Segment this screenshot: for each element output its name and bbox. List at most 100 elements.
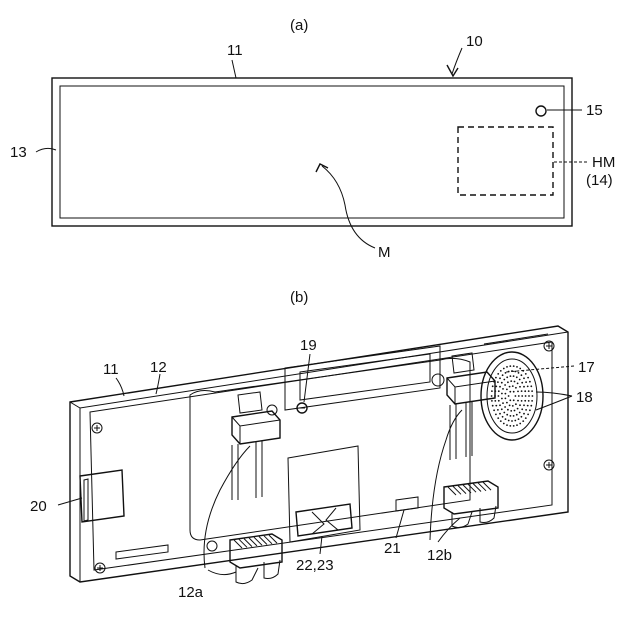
label-12: 12 [150,359,167,376]
housing-inner [60,86,564,218]
speaker-hole [519,423,521,425]
speaker-hole [510,410,512,412]
clip-12b-body [444,481,498,514]
leader-22-23 [320,536,322,554]
speaker-hole [521,395,523,397]
mirror-front-view [52,78,572,226]
speaker-hole [497,409,499,411]
speaker-hole [502,402,504,404]
label-12b: 12b [427,547,452,564]
speaker-hole [527,377,529,379]
speaker-hole [519,386,521,388]
speaker-hole [499,377,501,379]
hole-15 [536,106,546,116]
speaker-hole [516,414,518,416]
speaker-hole [521,374,523,376]
speaker-hole [509,399,511,401]
housing-outer [52,78,572,226]
speaker-hole [505,418,507,420]
speaker-hole [506,389,508,391]
label-m: M [378,244,391,261]
speaker-hole [499,404,501,406]
speaker-hole [529,381,531,383]
speaker-hole [519,379,521,381]
speaker-hole [501,408,503,410]
speaker-hole [516,366,518,368]
speaker-hole [492,385,494,387]
speaker-hole [506,376,508,378]
speaker-hole [505,398,507,400]
hm-area [458,127,553,195]
speaker-hole [494,390,496,392]
speaker-hole [504,406,506,408]
speaker-hole [504,384,506,386]
speaker-hole [519,404,521,406]
speaker-hole [514,381,516,383]
speaker-hole [497,373,499,375]
label-14: (14) [586,172,613,189]
speaker-hole [516,424,518,426]
speaker-hole [513,375,515,377]
speaker-hole [512,405,514,407]
window-22-23 [296,504,352,536]
center-plate [288,446,360,542]
speaker-hole [508,420,510,422]
housing-top-edge [70,332,568,408]
speaker-hole [495,386,497,388]
leader-13 [36,148,56,152]
label-18: 18 [576,389,593,406]
speaker-hole [525,409,527,411]
speaker-hole [503,379,505,381]
speaker-hole [491,390,493,392]
speaker-hole [512,385,514,387]
speaker-hole [494,395,496,397]
speaker-hole [506,414,508,416]
speaker-hole [523,386,525,388]
speaker-hole [495,377,497,379]
speaker-hole [518,372,520,374]
speaker-hole [523,404,525,406]
speaker-hole [492,405,494,407]
housing-outline [70,326,568,582]
speaker-hole [501,382,503,384]
speaker-hole [506,402,508,404]
speaker-hole [497,381,499,383]
speaker-hole [521,416,523,418]
speaker-hole [497,417,499,419]
speaker-hole [510,375,512,377]
label-19: 19 [300,337,317,354]
leader-11a [232,60,236,78]
speaker-hole [519,412,521,414]
speaker-hole [495,405,497,407]
speaker-hole [501,393,503,395]
speaker-hole [493,381,495,383]
speaker-hole [491,395,493,397]
rib-slots [232,401,472,500]
speaker-hole [528,395,530,397]
nameplate [116,545,168,559]
speaker-hole [509,386,511,388]
speaker-hole [524,400,526,402]
speaker-hole [517,391,519,393]
speaker-hole [513,399,515,401]
speaker-hole [528,400,530,402]
speaker-hole [507,409,509,411]
mirror-rear-view [70,326,568,584]
speaker-hole [532,395,534,397]
label-11-b: 11 [103,361,119,378]
speaker-hole [500,370,502,372]
speaker-hole [525,373,527,375]
speaker-hole [513,425,515,427]
speaker-hole [499,413,501,415]
speaker-hole [499,386,501,388]
caption-a: (a) [290,17,308,34]
speaker-hole [517,400,519,402]
speaker-hole [509,391,511,393]
leader-12a [204,446,250,575]
label-10: 10 [466,33,483,50]
clip-12b [444,481,498,528]
speaker-hole [514,420,516,422]
speaker-18 [481,352,543,440]
speaker-hole [503,368,505,370]
